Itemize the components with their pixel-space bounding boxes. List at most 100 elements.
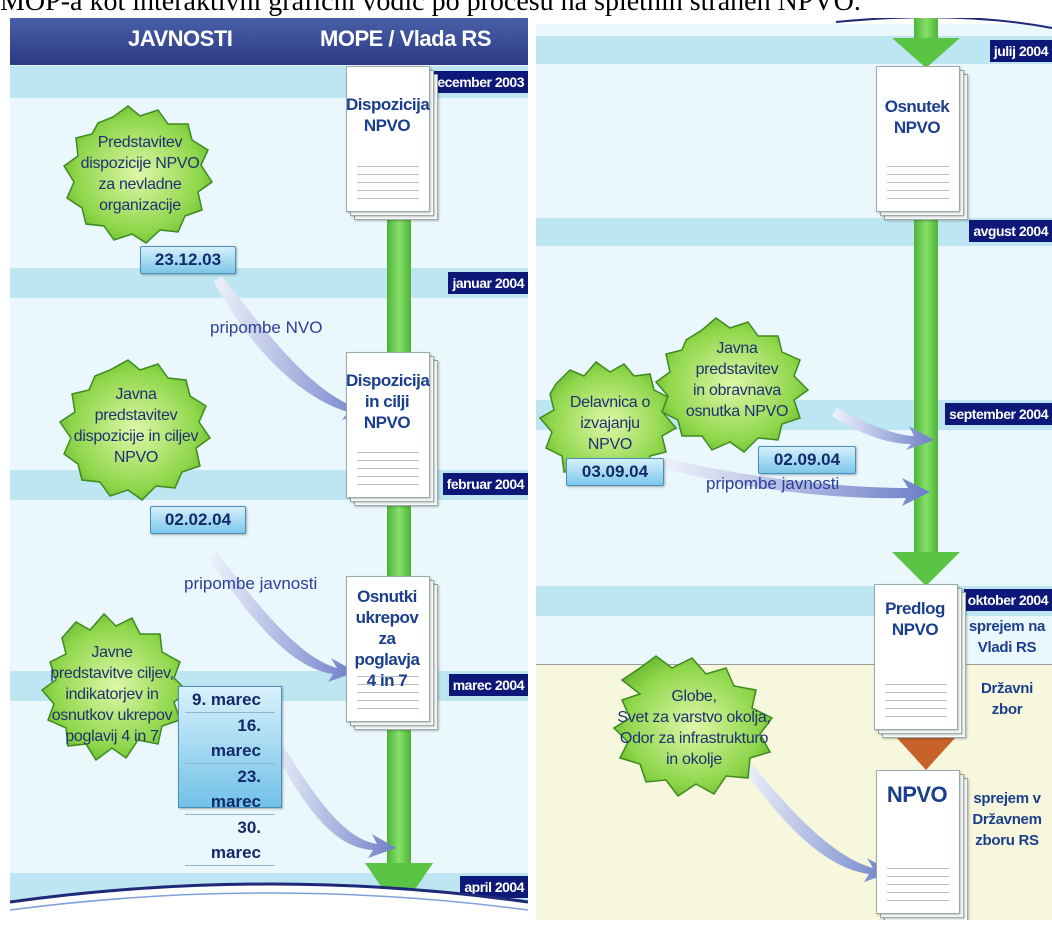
star-text-line: osnutkov ukrepov: [51, 707, 173, 724]
star-text-line: predstavitve ciljev,: [50, 665, 174, 682]
side-label-line: zboru RS: [975, 832, 1039, 849]
document-title-line: NPVO: [363, 116, 411, 135]
document-title-line: Osnutki: [357, 587, 417, 606]
star-text-line: Globe,: [671, 688, 717, 705]
star-text-line: in okolje: [665, 751, 722, 768]
right-top-frame: [536, 18, 1052, 29]
star-text-line: dispozicije in ciljev: [73, 428, 199, 445]
document-title-line: za poglavja: [354, 629, 420, 669]
flow-label-pripombe-javnosti: pripombe javnosti: [706, 474, 840, 493]
document-title-line: 4 in 7: [366, 671, 408, 690]
left-bottom-frame: [10, 882, 528, 920]
starburst-shape: [612, 655, 774, 798]
starburst-shape: [58, 359, 212, 501]
flow-arrow: [209, 553, 356, 682]
event-star-javna-predstavitev-osnutka[interactable]: Javna predstavitev in obravnava osnutka …: [674, 338, 800, 422]
month-stripe: [10, 268, 528, 298]
bottom-wave-line: [10, 892, 528, 911]
month-tag-marec-2004: marec 2004: [448, 674, 528, 696]
document-dispozicija[interactable]: Dispozicija NPVO: [346, 66, 438, 220]
document-title-line: Dispozicija: [346, 371, 430, 390]
month-tag-julij-2004: julij 2004: [989, 40, 1052, 62]
timeline-arrow-shaft: [914, 214, 938, 554]
document-npvo-final[interactable]: NPVO: [876, 770, 968, 920]
date-tag-03-09-04[interactable]: 03.09.04: [566, 458, 664, 486]
date-list-item[interactable]: 30. marec: [185, 815, 275, 866]
document-osnutek-npvo[interactable]: Osnutek NPVO: [876, 66, 968, 220]
document-title-line: NPVO: [363, 413, 411, 432]
flow-arrow: [832, 408, 934, 450]
star-text-line: Svet za varstvo okolja,: [617, 709, 771, 726]
star-text-line: Javna: [716, 340, 758, 357]
timeline-arrow-head: [892, 552, 960, 586]
side-label-line: Vladi RS: [977, 639, 1037, 656]
right-panel: julij 2004 avgust 2004 september 2004 ok…: [536, 18, 1052, 920]
star-text-line: Delavnica o: [569, 394, 651, 411]
event-star-globe-svet-odbor[interactable]: Globe, Svet za varstvo okolja, Odor za i…: [596, 686, 792, 770]
label-sprejem-v-drzavnem-zboru: sprejem v Državnem zboru RS: [962, 788, 1052, 851]
figure-caption: MOP-a kot interaktivni grafični vodič po…: [0, 0, 861, 17]
document-title-line: NPVO: [893, 118, 941, 137]
side-label-line: sprejem na: [968, 618, 1046, 635]
label-drzavni-zbor: Državni zbor: [962, 678, 1052, 720]
document-title-line: NPVO: [891, 620, 939, 639]
month-stripe: [536, 218, 1052, 246]
star-text-line: Javna: [115, 386, 157, 403]
starburst-shape: [62, 105, 214, 244]
top-wave-line: [835, 18, 1052, 29]
star-text-line: izvajanju: [580, 415, 640, 432]
flow-arrow: [662, 458, 930, 506]
top-white-fill: [536, 18, 1052, 24]
star-text-line: NPVO: [113, 449, 159, 466]
label-sprejem-na-vladi: sprejem na Vladi RS: [962, 616, 1052, 658]
date-list-item[interactable]: 23. marec: [185, 764, 275, 815]
event-star-predstavitev-nvo[interactable]: Predstavitev dispozicije NPVO za nevladn…: [78, 132, 202, 216]
starburst-shape: [654, 317, 810, 453]
timeline-arrow-head: [892, 38, 960, 68]
document-title-line: in cilji: [364, 392, 410, 411]
event-star-javne-predstavitve-ciljev[interactable]: Javne predstavitve ciljev, indikatorjev …: [40, 642, 184, 747]
parliament-arrow-head: [888, 728, 964, 770]
date-list-item[interactable]: 9. marec: [185, 687, 275, 713]
flow-label-pripombe-nvo: pripombe NVO: [210, 318, 323, 337]
star-text-line: Odor za infrastrukturo: [619, 730, 769, 747]
star-text-line: Javne: [91, 644, 133, 661]
event-star-delavnica[interactable]: Delavnica o izvajanju NPVO: [558, 392, 662, 455]
star-text-line: NPVO: [587, 436, 633, 453]
date-tag-02-02-04[interactable]: 02.02.04: [150, 506, 246, 534]
document-dispozicija-in-cilji[interactable]: Dispozicija in cilji NPVO: [346, 352, 438, 506]
right-graphics: [538, 18, 964, 882]
document-predlog-npvo[interactable]: Predlog NPVO: [874, 584, 966, 738]
flow-arrow: [270, 738, 396, 858]
star-text-line: Predstavitev: [97, 134, 183, 151]
document-osnutki-ukrepov[interactable]: Osnutki ukrepov za poglavja 4 in 7: [346, 576, 438, 730]
star-text-line: indikatorjev in: [65, 686, 159, 703]
star-text-line: za nevladne: [98, 176, 182, 193]
header-gov: MOPE / Vlada RS: [320, 26, 492, 51]
date-list-item[interactable]: 16. marec: [185, 713, 275, 764]
side-label-line: sprejem v: [973, 790, 1041, 807]
month-tag-september-2004: september 2004: [945, 403, 1052, 425]
date-list-march[interactable]: 9. marec 16. marec 23. marec 30. marec: [178, 686, 282, 866]
document-title-line: Dispozicija: [346, 95, 430, 114]
date-tag-02-09-04[interactable]: 02.09.04: [758, 446, 856, 474]
date-tag-23-12-03[interactable]: 23.12.03: [140, 246, 236, 274]
document-title-line: ukrepov: [355, 608, 419, 627]
side-label-line: Državni: [980, 680, 1034, 697]
month-tag-december-2003: december 2003: [425, 71, 528, 93]
month-stripe: [536, 36, 1052, 64]
side-label-line: zbor: [991, 701, 1023, 718]
timeline-arrow-shaft: [914, 18, 938, 40]
month-tag-april-2004: april 2004: [460, 876, 528, 898]
document-title-npvo: NPVO: [886, 782, 948, 807]
month-tag-avgust-2004: avgust 2004: [969, 220, 1052, 242]
star-text-line: organizacije: [99, 197, 181, 214]
side-label-line: Državnem: [972, 811, 1042, 828]
header-public: JAVNOSTI: [128, 26, 233, 51]
event-star-javna-predstavitev-dispozicije[interactable]: Javna predstavitev dispozicije in ciljev…: [68, 384, 204, 468]
starburst-shape: [40, 612, 190, 762]
document-title-line: Predlog: [885, 599, 945, 618]
star-text-line: osnutka NPVO: [685, 403, 789, 420]
bottom-wave-line: [10, 882, 528, 904]
star-text-line: predstavitev: [94, 407, 178, 424]
